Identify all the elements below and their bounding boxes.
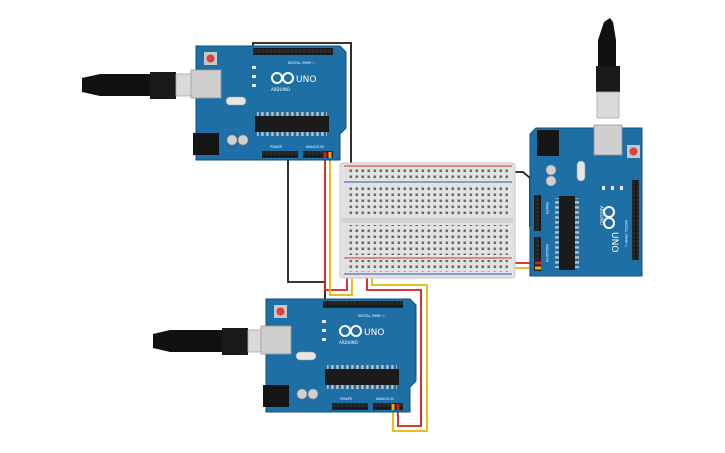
digital-header-label: DIGITAL (PWM~) bbox=[288, 61, 314, 65]
board-model: UNO bbox=[364, 328, 384, 338]
black-wire[interactable] bbox=[287, 160, 326, 300]
arduino-board-right[interactable]: UNO ARDUINO DIGITAL (PWM~) POWER ANALOG … bbox=[529, 18, 643, 277]
arduino-board-bottom[interactable]: UNO ARDUINO DIGITAL (PWM~) POWER ANALOG … bbox=[153, 298, 417, 413]
digital-header-label: DIGITAL (PWM~) bbox=[624, 220, 628, 246]
arduino-board-top[interactable]: UNO ARDUINO DIGITAL (PWM~) POWER ANALOG … bbox=[82, 45, 347, 161]
digital-header-label: DIGITAL (PWM~) bbox=[358, 314, 384, 318]
power-header-label: POWER bbox=[545, 202, 549, 215]
board-model: UNO bbox=[609, 232, 619, 252]
board-brand: ARDUINO bbox=[339, 340, 358, 345]
board-model: UNO bbox=[296, 75, 316, 85]
power-header-label: POWER bbox=[340, 397, 353, 401]
board-brand: ARDUINO bbox=[271, 87, 290, 92]
arduino-infinity-logo-icon bbox=[339, 325, 362, 337]
usb-cable-icon[interactable] bbox=[596, 18, 620, 119]
analog-header-label: ANALOG IN bbox=[545, 244, 549, 262]
wire-endpoints bbox=[323, 152, 541, 410]
analog-header-label: ANALOG IN bbox=[306, 145, 324, 149]
analog-header-label: ANALOG IN bbox=[376, 397, 394, 401]
usb-cable-icon[interactable] bbox=[82, 72, 201, 99]
breadboard[interactable] bbox=[339, 162, 516, 279]
arduino-infinity-logo-icon bbox=[603, 206, 615, 229]
wires bbox=[252, 42, 541, 432]
yellow-wire[interactable] bbox=[371, 262, 428, 432]
red-wire[interactable] bbox=[366, 262, 422, 427]
power-header-label: POWER bbox=[270, 145, 283, 149]
usb-cable-icon[interactable] bbox=[153, 328, 273, 355]
board-brand: ARDUINO bbox=[599, 206, 604, 225]
arduino-infinity-logo-icon bbox=[271, 72, 294, 84]
